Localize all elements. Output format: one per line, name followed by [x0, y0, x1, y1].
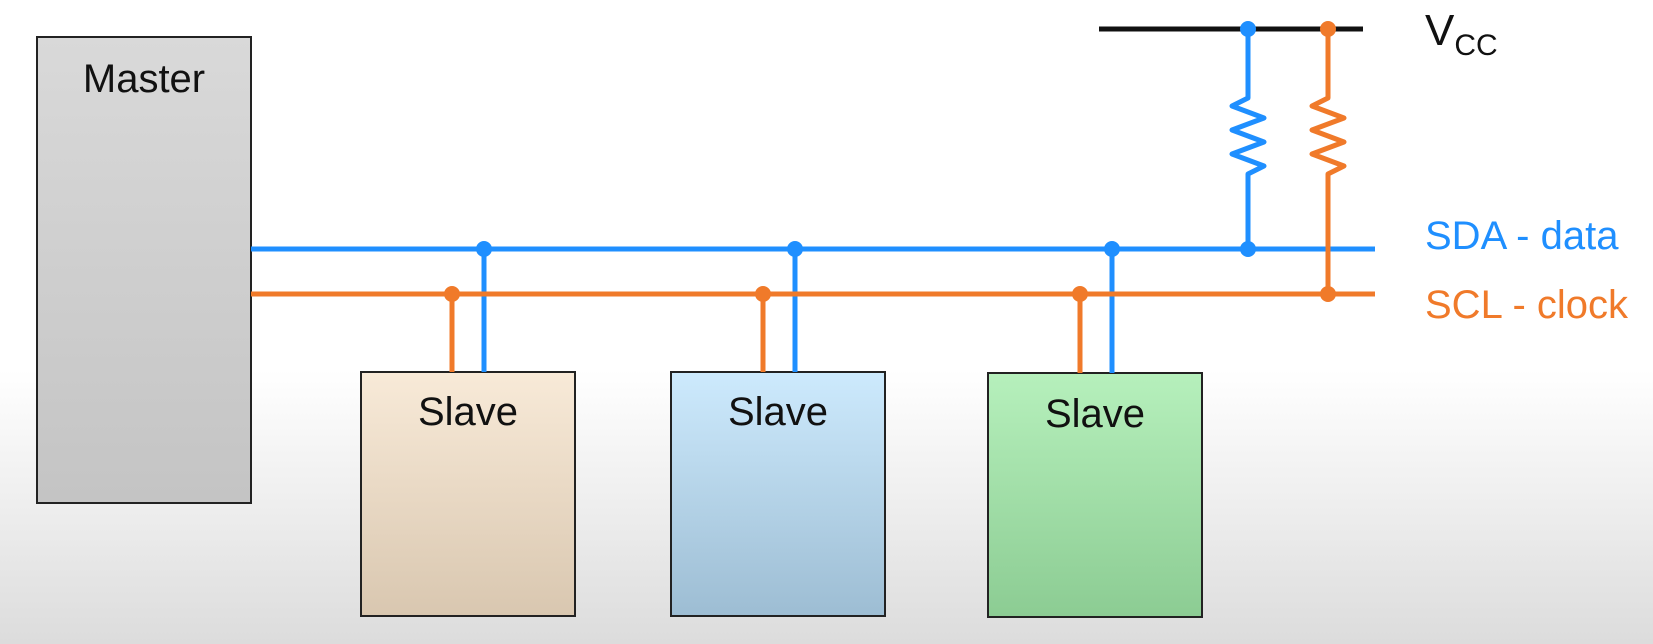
vcc-label-main: V: [1425, 6, 1455, 55]
scl-junction-vcc: [1320, 21, 1336, 37]
slave-label-2: Slave: [728, 390, 828, 434]
sda-junction-2: [787, 241, 803, 257]
vcc-label-sub: CC: [1454, 29, 1497, 62]
sda-bus: [251, 21, 1375, 373]
slave-box-1: Slave: [360, 371, 576, 617]
scl-junction-3: [1072, 286, 1088, 302]
slave-label-3: Slave: [1045, 392, 1145, 436]
sda-junction-vcc: [1240, 21, 1256, 37]
master-box: Master: [36, 36, 252, 504]
slave-box-3: Slave: [987, 372, 1203, 618]
slave-label-1: Slave: [418, 390, 518, 434]
slave-rect-2: [670, 371, 886, 617]
vcc-label: VCC: [1425, 6, 1498, 62]
sda-junction-pullup: [1240, 241, 1256, 257]
slave-rect-1: [360, 371, 576, 617]
scl-pullup-resistor: [1309, 29, 1347, 294]
sda-junction-3: [1104, 241, 1120, 257]
scl-junction-2: [755, 286, 771, 302]
scl-bus: [251, 21, 1375, 373]
sda-junction-1: [476, 241, 492, 257]
sda-pullup-resistor: [1229, 29, 1267, 249]
master-label: Master: [83, 57, 205, 101]
scl-junction-pullup: [1320, 286, 1336, 302]
scl-junction-1: [444, 286, 460, 302]
scl-label: SCL - clock: [1425, 283, 1629, 327]
master-rect: [36, 36, 252, 504]
slave-rect-3: [987, 372, 1203, 618]
slave-box-2: Slave: [670, 371, 886, 617]
sda-label: SDA - data: [1425, 214, 1619, 258]
